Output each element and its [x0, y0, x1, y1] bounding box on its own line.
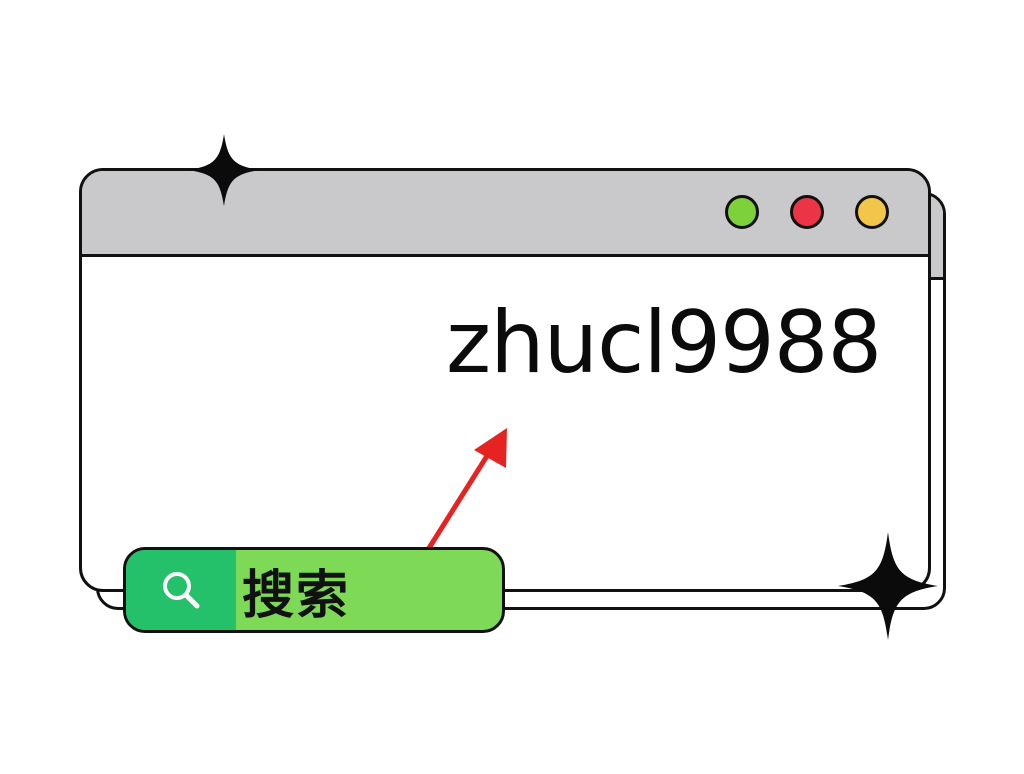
browser-window: [79, 168, 931, 592]
sparkle-icon: [188, 134, 260, 206]
window-yellow-button[interactable]: [855, 195, 889, 229]
search-icon: [163, 572, 200, 609]
window-red-button[interactable]: [790, 195, 824, 229]
search-icon-box: [126, 550, 236, 630]
search-keyword: zhucl9988: [446, 293, 882, 393]
sparkle-icon: [838, 532, 938, 640]
window-green-button[interactable]: [725, 195, 759, 229]
search-button[interactable]: 搜索: [123, 547, 505, 633]
search-button-label: 搜索: [242, 565, 351, 626]
arrow-icon: [421, 428, 507, 559]
